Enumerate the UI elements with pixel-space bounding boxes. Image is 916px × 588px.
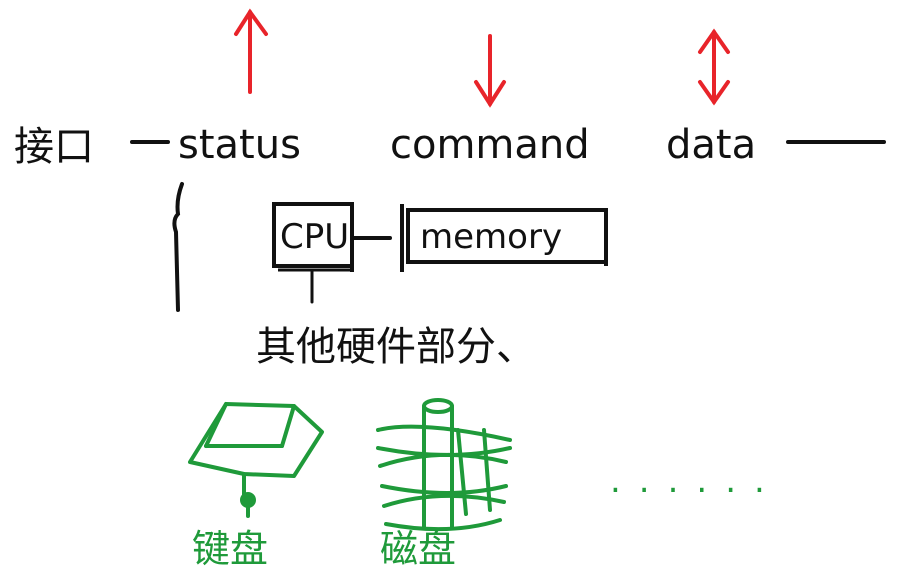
cpu-label: CPU	[280, 217, 349, 257]
interface-label: 接口	[14, 124, 94, 170]
command-register-label: command	[390, 122, 590, 168]
data-register-label: data	[666, 122, 756, 168]
keyboard-icon	[188, 402, 324, 518]
memory-label: memory	[420, 217, 562, 257]
data-bidirectional-arrow	[698, 28, 730, 106]
status-register-label: status	[178, 122, 301, 168]
cpu-box	[272, 202, 354, 272]
disk-label: 磁盘	[380, 527, 456, 571]
disk-icon	[376, 398, 512, 532]
memory-box	[400, 204, 608, 272]
command-down-arrow	[474, 34, 506, 108]
other-hardware-label: 其他硬件部分、	[256, 324, 536, 370]
status-up-arrow	[234, 8, 268, 94]
keyboard-label: 键盘	[192, 527, 268, 571]
hardware-group-brace	[172, 182, 184, 312]
more-devices-ellipsis: ......	[610, 461, 783, 501]
